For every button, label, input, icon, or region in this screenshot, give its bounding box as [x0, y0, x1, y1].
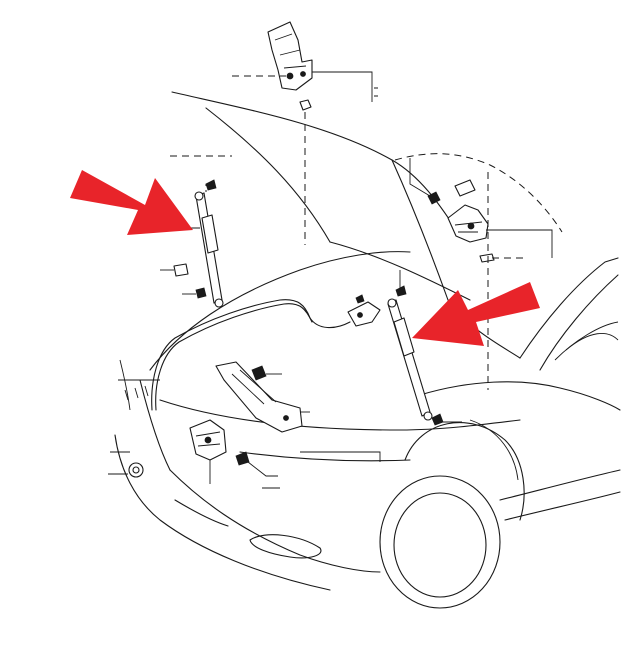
- hood-lock-assembly: [189, 361, 303, 461]
- right-red-arrow: [412, 282, 540, 346]
- left-red-arrow: [70, 170, 193, 235]
- front-body: [114, 251, 521, 591]
- front-wheel: [379, 419, 525, 609]
- left-hood-support-strut: [194, 179, 224, 308]
- hood-release-cable: [151, 294, 381, 411]
- fender-and-windshield: [394, 153, 621, 521]
- hood-hinge: [267, 21, 313, 111]
- right-hinge-assembly: [427, 179, 495, 263]
- right-hood-support-strut: [387, 285, 444, 426]
- fastener-clips: [160, 263, 282, 477]
- grommet: [108, 451, 144, 478]
